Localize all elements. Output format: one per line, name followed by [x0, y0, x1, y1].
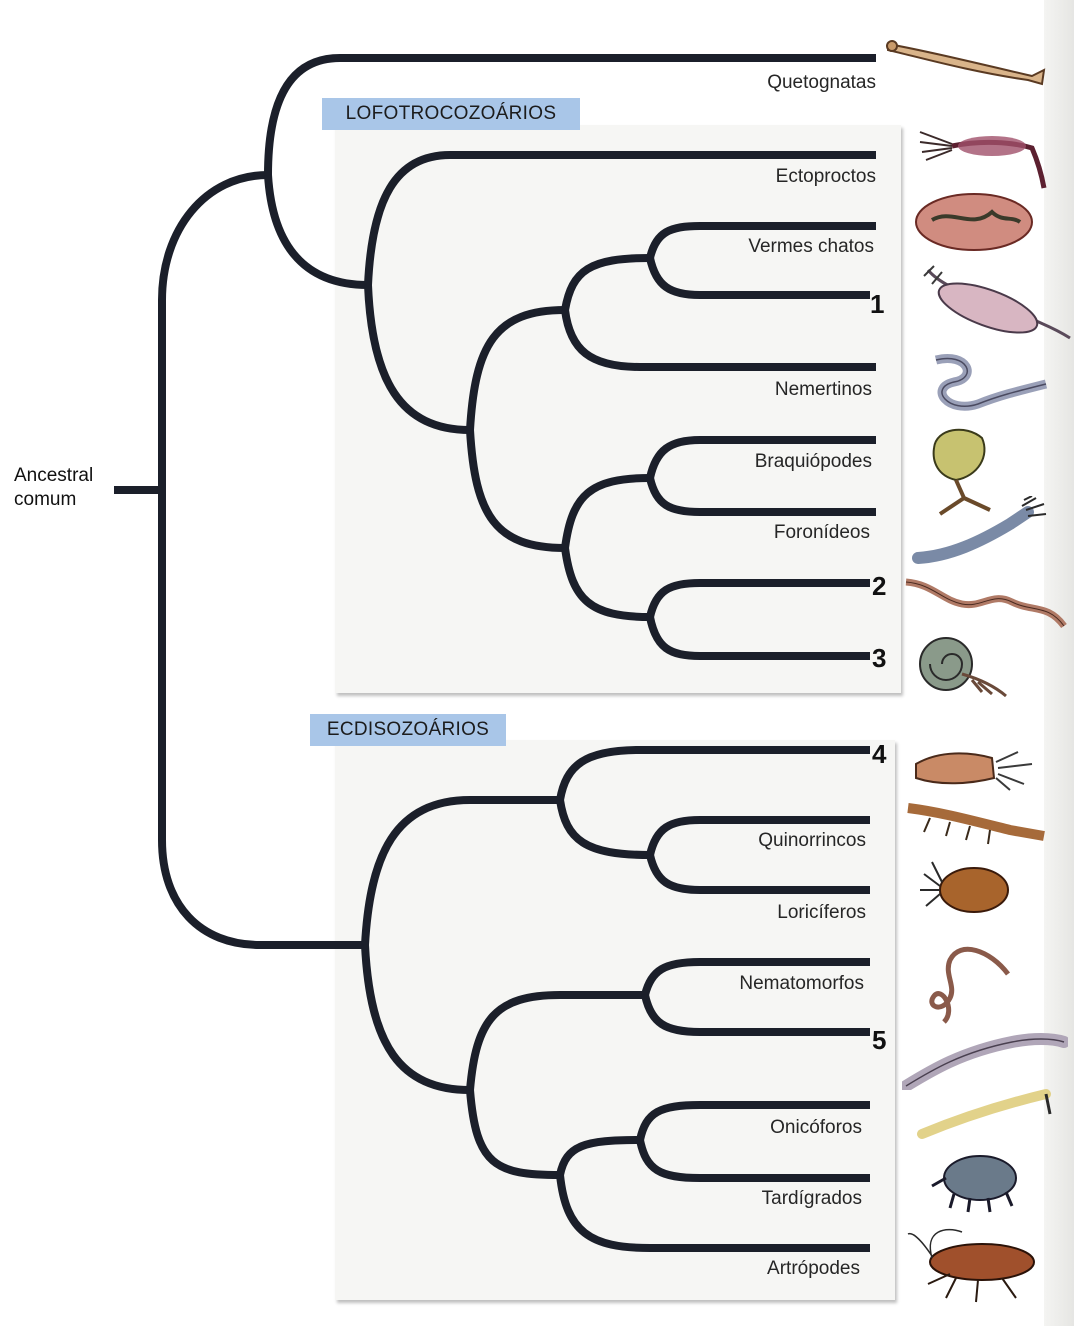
- number-4: 4: [872, 740, 886, 768]
- branch-F-upper: [565, 478, 650, 548]
- number-5: 5: [872, 1026, 886, 1054]
- taxon-quetognatas: Quetognatas: [767, 72, 876, 94]
- earthworm-icon: [902, 574, 1068, 630]
- branch-N-upper: [560, 1140, 640, 1175]
- loricifer-icon: [916, 856, 1012, 920]
- tardigrade-icon: [924, 1148, 1024, 1218]
- snail-icon: [912, 634, 1012, 706]
- branch-J-lower: [560, 800, 650, 855]
- group-label-lophotrochozoa: LOFOTROCOZOÁRIOS: [322, 98, 580, 130]
- branch-C-lower: [470, 430, 565, 548]
- branch-B-lower: [368, 285, 470, 430]
- taxon-nematomorfos: Nematomorfos: [739, 973, 864, 995]
- branch-1: [650, 258, 870, 295]
- branch-3: [650, 617, 870, 656]
- taxon-artropodes: Artrópodes: [767, 1258, 860, 1280]
- number-1: 1: [870, 290, 884, 318]
- branch-artropodes: [560, 1175, 870, 1248]
- group-label-ecdysozoa: ECDISOZOÁRIOS: [310, 714, 506, 746]
- horsehair-worm-icon: [920, 940, 1016, 1026]
- branch-D-upper: [565, 258, 650, 310]
- taxon-vermes-chatos: Vermes chatos: [748, 236, 874, 258]
- branch-nemertinos: [565, 310, 876, 367]
- taxon-loriciferos: Loricíferos: [777, 902, 866, 924]
- branch-2: [650, 583, 870, 617]
- kinorhynch-icon: [900, 798, 1050, 848]
- branch-C-upper: [470, 310, 565, 430]
- branch-L-upper: [470, 995, 645, 1090]
- branch-L-lower: [470, 1090, 560, 1175]
- taxon-nemertinos: Nemertinos: [775, 379, 872, 401]
- branch-root-top: [162, 175, 268, 490]
- branch-5: [645, 995, 870, 1032]
- branch-lopho-stem: [268, 175, 368, 285]
- ribbon-worm-icon: [918, 348, 1052, 418]
- bryozoan-icon: [912, 122, 1052, 192]
- root-label: Ancestral comum: [14, 464, 93, 512]
- branch-foronideos: [650, 478, 876, 512]
- branch-F-lower: [565, 548, 650, 617]
- number-3: 3: [872, 644, 886, 672]
- taxon-braquiopodes: Braquiópodes: [755, 451, 872, 473]
- flatworm-icon: [912, 190, 1036, 254]
- nematode-icon: [902, 1030, 1068, 1090]
- taxon-onicoforos: Onicóforos: [770, 1117, 862, 1139]
- branch-I-upper: [365, 800, 560, 945]
- rotifer-icon: [918, 262, 1074, 348]
- priapulid-icon: [910, 744, 1040, 794]
- branch-tardigrados: [640, 1140, 870, 1178]
- root-label-line1: Ancestral: [14, 464, 93, 488]
- phoronid-icon: [910, 496, 1052, 570]
- taxon-quinorrincos: Quinorrincos: [758, 830, 866, 852]
- taxon-foronideos: Foronídeos: [774, 522, 870, 544]
- branch-4: [560, 750, 870, 800]
- taxon-tardigrados: Tardígrados: [762, 1188, 862, 1210]
- velvet-worm-icon: [916, 1084, 1062, 1140]
- branch-loriciferos: [650, 855, 870, 890]
- cockroach-icon: [906, 1224, 1042, 1304]
- number-2: 2: [872, 572, 886, 600]
- taxon-ectoproctos: Ectoproctos: [776, 166, 876, 188]
- root-label-line2: comum: [14, 488, 93, 512]
- arrow-worm-icon: [882, 36, 1052, 92]
- branch-I-lower: [365, 945, 470, 1090]
